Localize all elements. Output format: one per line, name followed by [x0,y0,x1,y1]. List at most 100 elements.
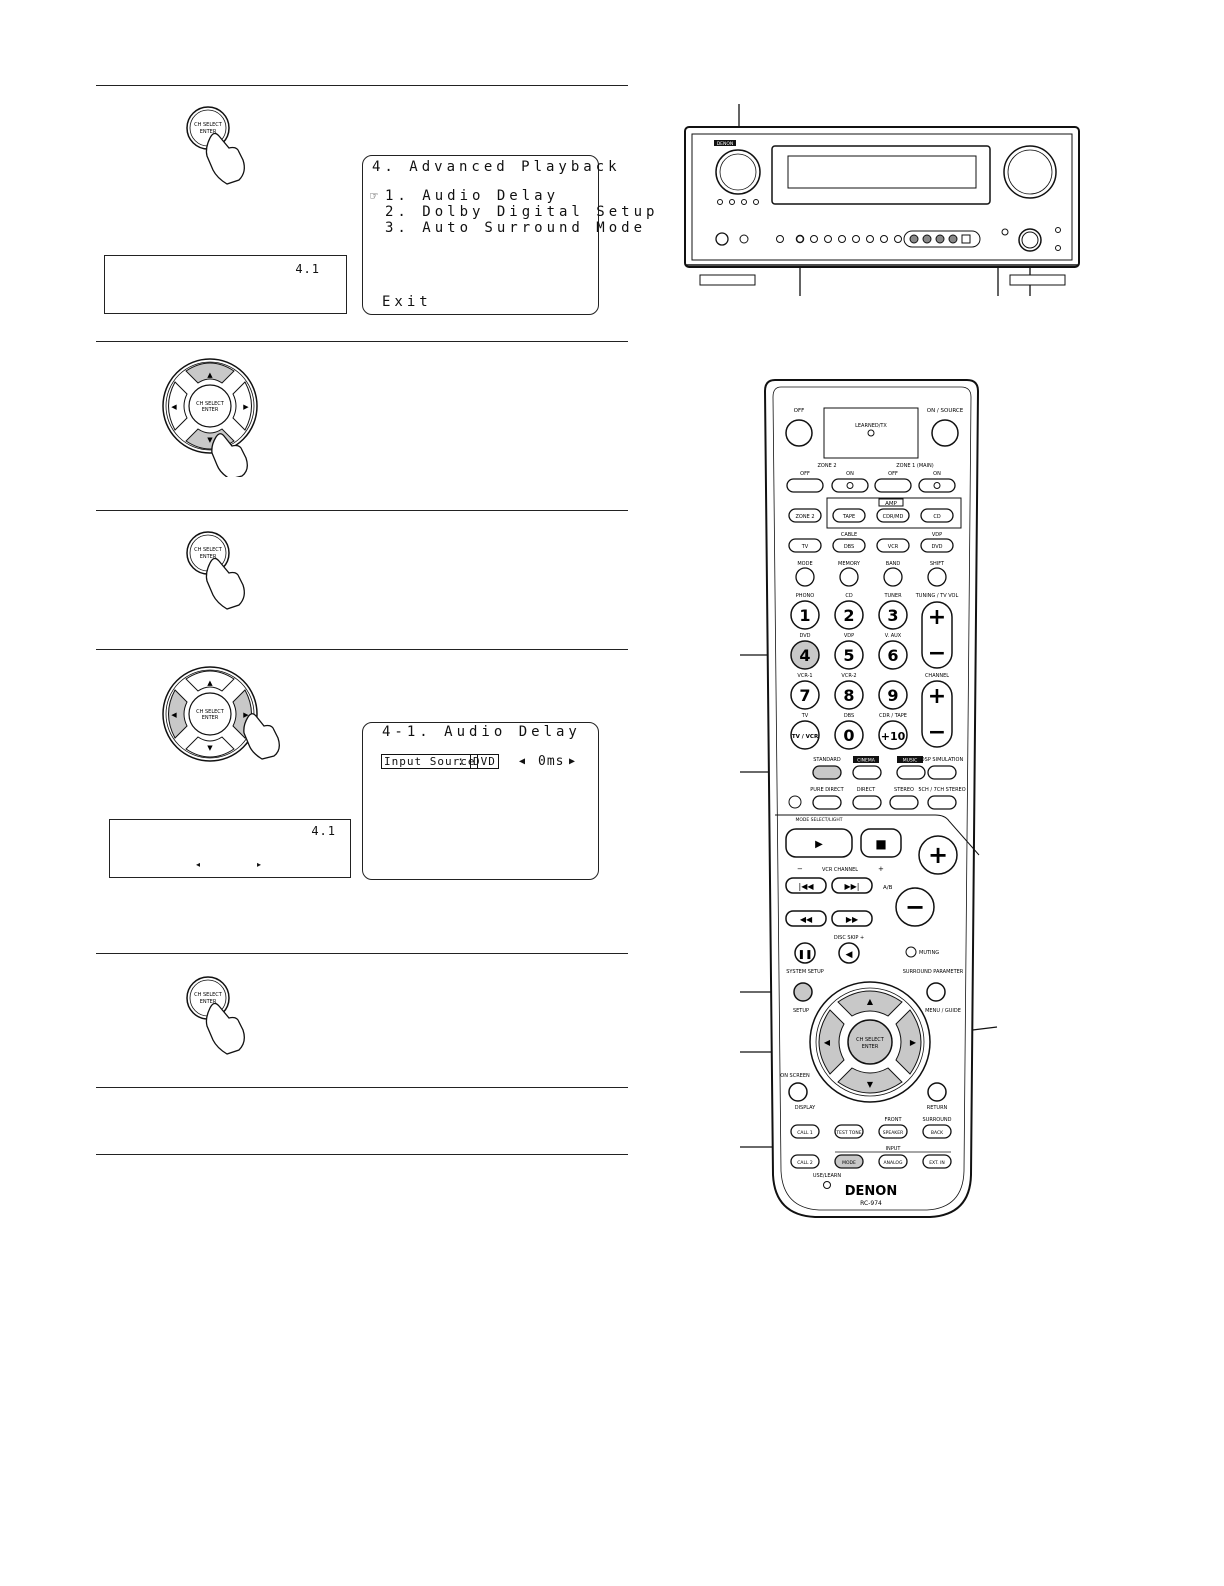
osd-colon: : [457,754,465,768]
vcr1-label: VCR-1 [797,673,812,679]
disc-skip-button [838,942,860,964]
cdr-md-label: CDR/MD [883,514,904,520]
section-divider [96,649,628,650]
enter-button-press-illustration: CH SELECT ENTER [186,531,245,610]
pause-button [794,942,816,964]
pure-direct-label: PURE DIRECT [810,787,844,793]
up-arrow-icon [185,670,235,692]
up-arrow-icon [185,362,235,384]
learned-tx-label: LEARNED/TX [855,423,887,429]
svg-text:▼: ▼ [867,1080,874,1089]
remote-control-rc974: OFF ON / SOURCE LEARNED/TX ZONE 2 ZONE 1… [740,379,998,1218]
on-screen-label: ON SCREEN [780,1073,810,1079]
source-value: DVD [470,754,499,769]
volume-plus-icon: + [928,841,948,869]
speaker-label: SPEAKER [883,1130,903,1136]
amp-label: AMP [885,501,898,507]
zone2-off-label: OFF [800,471,810,477]
input-source-label: Input Source [381,754,479,769]
enter-label-1: CH SELECT [196,401,225,407]
play-icon: ▶ [815,839,823,850]
lcd-left-indicator-icon: ◂ [196,860,201,869]
tuning-minus-icon: − [928,641,946,666]
vdp-label: VDP [932,532,942,538]
digit-3: 3 [887,606,898,625]
fast-forward-icon: ▶▶ [846,915,859,924]
shift-label: SHIFT [930,561,945,567]
remote-down-arrow-icon [837,1067,903,1094]
osd-item-dolby-digital: 2. Dolby Digital Setup [385,204,659,220]
osd-item-auto-surround: 3. Auto Surround Mode [385,220,647,236]
svg-text:◀: ◀ [171,403,177,411]
vcr-label: VCR [888,544,899,550]
setup-label: SETUP [793,1008,809,1014]
stop-icon: ■ [875,837,886,851]
svg-text:▼: ▼ [207,436,213,444]
skip-forward-icon: ▶▶| [845,882,860,891]
phono-label: PHONO [796,593,814,599]
digit-1: 1 [799,606,810,625]
left-arrow-icon [168,689,188,739]
remote-enter-label-1: CH SELECT [856,1037,885,1043]
tv-vcr-key: TV / VCR [792,734,819,740]
direct-label: DIRECT [857,787,876,793]
display-label: DISPLAY [795,1105,816,1111]
digit-2: 2 [843,606,854,625]
enter-label-2: ENTER [200,554,217,560]
zone2-source-label: ZONE 2 [795,514,814,520]
volume-minus-icon: − [905,893,925,921]
remote-right-arrow-icon [895,1009,922,1075]
ext-in-label: EXT. IN [929,1160,945,1166]
enter-label-2: ENTER [202,715,219,721]
remote-enter-button [847,1019,893,1065]
svg-text:▶: ▶ [910,1038,917,1047]
cdr-tape-label: CDR / TAPE [879,713,907,719]
tuning-plus-icon: + [928,605,946,630]
section-divider [96,953,628,954]
dvd-label: DVD [931,544,942,550]
remote-model-label: RC-974 [860,1200,882,1207]
osd-item-audio-delay: 1. Audio Delay [385,188,560,204]
pause-icon: ❚❚ [797,950,812,960]
dsp-simulation-label: DSP SIMULATION [921,757,964,763]
call2-label: CALL 2 [797,1160,813,1166]
receiver-brand: DENON [717,141,734,147]
dvd-num-label: DVD [799,633,810,639]
left-arrow-icon [168,381,188,431]
section-divider [96,341,628,342]
music-label: MUSIC [903,758,918,764]
stereo-label: STEREO [894,787,914,793]
enter-label-1: CH SELECT [196,709,225,715]
vaux-label: V. AUX [885,633,902,639]
osd-audio-delay: 4-1. Audio Delay Input Source : DVD ◀ 0m… [362,722,599,880]
svg-text:◀: ◀ [824,1038,831,1047]
lcd-value: 4.1 [311,824,336,838]
section-divider [96,1087,628,1088]
digit-7: 7 [799,686,810,705]
on-source-label: ON / SOURCE [927,408,964,414]
svg-text:▲: ▲ [207,371,213,379]
enter-button-press-illustration: CH SELECT ENTER [186,106,245,185]
channel-plus-icon: + [928,684,946,709]
digit-5: 5 [843,646,854,665]
vcr2-label: VCR-2 [841,673,856,679]
zone1-on-label: ON [933,471,941,477]
lcd-value: 4.1 [295,262,320,276]
svg-text:◀: ◀ [171,711,177,719]
svg-text:▼: ▼ [207,744,213,752]
muting-label: MUTING [919,950,939,956]
back-label: BACK [931,1130,944,1136]
section-divider [96,85,628,86]
enter-button-press-illustration: CH SELECT ENTER [186,976,245,1055]
analog-label: ANALOG [884,1160,903,1166]
rewind-icon: ◀◀ [800,915,813,924]
osd-cursor: ☞ [370,189,378,204]
osd-title: 4-1. Audio Delay [382,724,581,740]
channel-minus-icon: − [928,720,946,745]
test-tone-label: TEST TONE [835,1130,861,1136]
right-arrow-icon [232,381,252,431]
disc-skip-icon: ◀ [846,950,853,960]
tuning-label: TUNING / TV VOL [915,593,959,599]
input-mode-label: MODE [842,1160,856,1166]
digit-9: 9 [887,686,898,705]
